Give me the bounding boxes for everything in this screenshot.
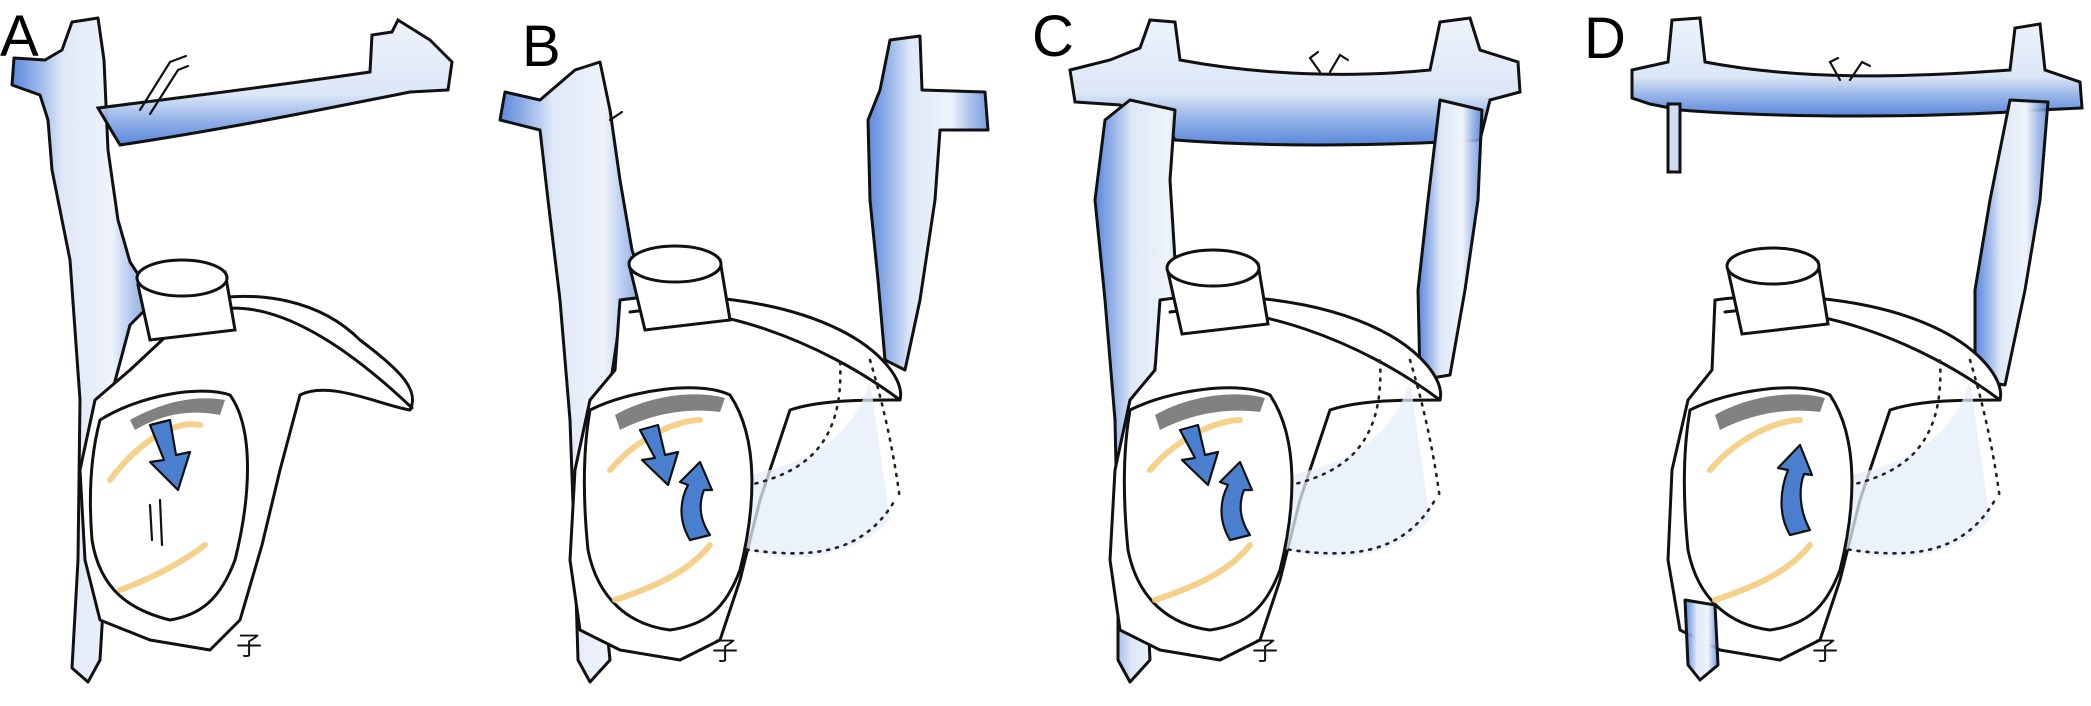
bridging-vein-d xyxy=(1630,16,2084,118)
baffle-region-b xyxy=(720,380,890,558)
atrial-opening-c xyxy=(1122,386,1294,632)
atrial-floor-c xyxy=(1152,542,1253,603)
atrial-opening-b xyxy=(582,386,754,632)
atrial-opening-a xyxy=(88,389,249,622)
atrial-opening-d xyxy=(1682,386,1854,632)
baffle-region-d xyxy=(1822,380,1990,558)
panel-label-b: B xyxy=(522,14,561,79)
atrial-shadow-a xyxy=(130,398,225,430)
pericardium-line-a xyxy=(213,306,414,410)
ivc-stump-d xyxy=(1683,598,1720,682)
artist-signature-icon-c: 子 xyxy=(1252,637,1278,666)
azygos-stub-b xyxy=(608,110,624,122)
panel-label-c: C xyxy=(1032,4,1074,69)
atrial-floor-d xyxy=(1712,542,1813,603)
panel-d: D 子 xyxy=(1584,6,2084,682)
aorta-opening-c xyxy=(1165,248,1261,288)
flow-arrow-icon-c-down xyxy=(1178,423,1220,487)
flow-arrow-icon-d-up xyxy=(1776,443,1814,537)
aorta-opening-d xyxy=(1725,246,1821,286)
innominate-vein-a xyxy=(95,17,454,147)
ligated-stump-d xyxy=(1666,102,1682,174)
panel-c: C 子 xyxy=(1032,4,1522,684)
bridging-vein-c xyxy=(1068,16,1522,147)
baffle-edge-3-c xyxy=(1408,358,1442,502)
small-branch-c xyxy=(1308,50,1350,74)
flow-arrow-icon-b-up xyxy=(678,460,714,542)
flow-arrow-icon-a xyxy=(148,418,192,492)
baffle-edge-2-b xyxy=(718,498,897,555)
aorta-opening-a xyxy=(135,258,229,298)
atrial-floor-b xyxy=(612,542,713,603)
small-branch-a xyxy=(138,54,190,116)
atrial-shadow-c xyxy=(1155,394,1265,430)
flow-arrow-icon-c-up xyxy=(1218,460,1254,542)
baffle-edge-3-d xyxy=(1968,358,2002,502)
baffle-region-c xyxy=(1262,380,1430,558)
flow-arrow-icon-b-down xyxy=(638,423,680,487)
svc-vein-a xyxy=(10,16,157,684)
small-branch-d xyxy=(1828,56,1872,82)
septal-marks-a xyxy=(148,498,164,547)
artist-signature-icon-a: 子 xyxy=(236,632,262,661)
baffle-edge-2-d xyxy=(1820,498,1997,555)
right-svc-b xyxy=(498,60,652,684)
panel-b: B 子 xyxy=(498,14,990,684)
panel-label-d: D xyxy=(1584,6,1626,71)
aorta-opening-b xyxy=(627,244,723,284)
atrial-floor-a xyxy=(117,542,208,593)
atrial-shadow-b xyxy=(615,394,725,430)
artist-signature-icon-d: 子 xyxy=(1812,637,1838,666)
left-svc-c xyxy=(1416,98,1484,382)
atrial-shadow-d xyxy=(1715,394,1825,430)
panel-a: A 子 xyxy=(0,4,454,684)
septum-rim-d xyxy=(1707,417,1803,473)
baffle-edge-2-c xyxy=(1260,498,1437,555)
artist-signature-icon-b: 子 xyxy=(712,637,738,666)
baffle-edge-3-b xyxy=(868,358,902,502)
left-svc-b xyxy=(866,34,990,372)
left-svc-d xyxy=(1973,98,2050,387)
